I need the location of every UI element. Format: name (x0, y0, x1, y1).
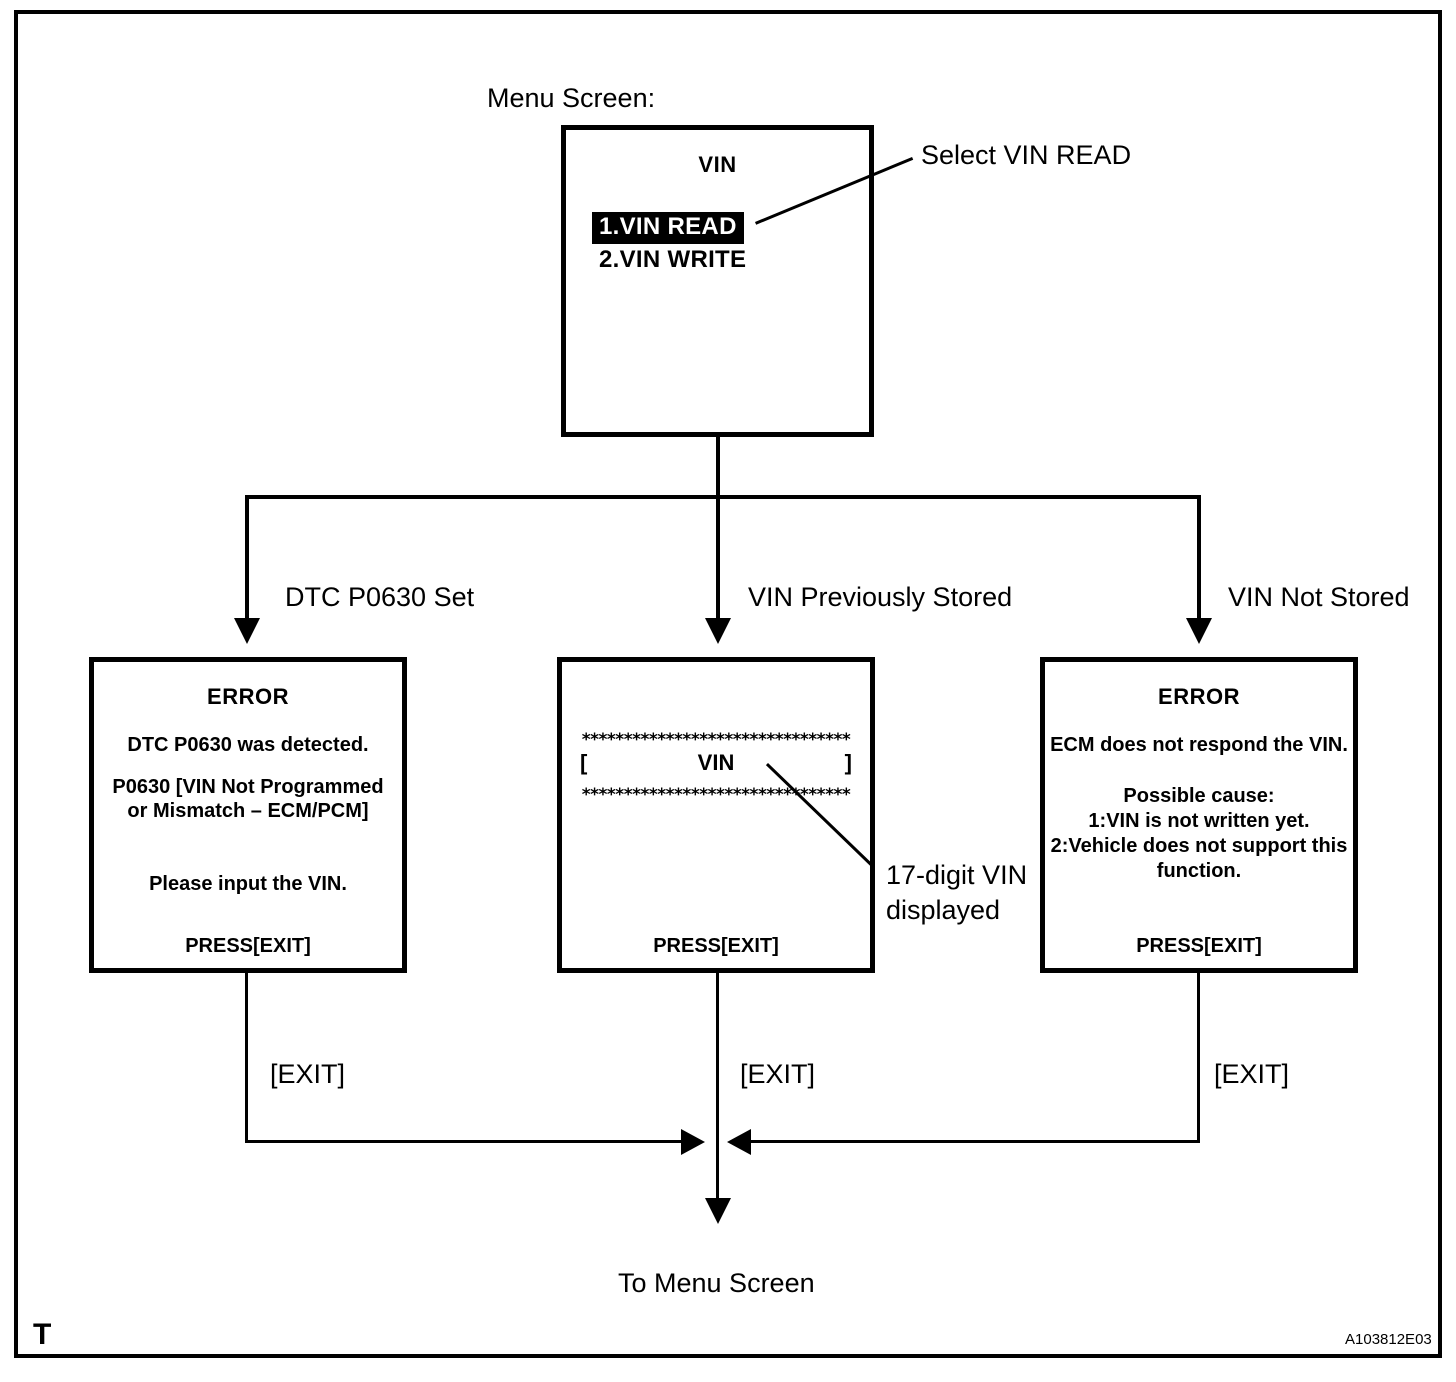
to-menu-screen-arrow (705, 1198, 731, 1224)
menu-exit-connector (716, 437, 720, 499)
exit-connector-center (716, 973, 719, 1202)
error-dtc-line1: DTC P0630 was detected. (127, 734, 369, 756)
error-dtc-title: ERROR (207, 684, 289, 709)
branch-distribution-bar (245, 495, 1201, 499)
branch-arrow-left (234, 618, 260, 644)
branch-label-dtc-set: DTC P0630 Set (285, 582, 475, 612)
error-no-vin-footer: PRESS[EXIT] (1136, 935, 1262, 957)
select-vin-read-callout: Select VIN READ (921, 140, 1132, 170)
error-dtc-line3: or Mismatch – ECM/PCM] (127, 800, 369, 822)
exit-return-bar-left (245, 1140, 685, 1143)
vin-value-text: VIN (697, 750, 735, 775)
branch-connector-center (716, 495, 720, 620)
menu-screen-box[interactable]: VIN 1.VIN READ 2.VIN WRITE (561, 125, 874, 437)
exit-merge-arrow-left (681, 1129, 705, 1155)
menu-item-vin-read-wrapper[interactable]: 1.VIN READ (592, 212, 753, 244)
vin-stars-top: ******************************** (581, 730, 851, 750)
vin-stars-bottom: ******************************** (581, 785, 851, 805)
vin-stored-footer: PRESS[EXIT] (653, 935, 779, 957)
figure-corner-marker: T (33, 1318, 52, 1351)
figure-border (14, 10, 1442, 1358)
branch-connector-left (245, 495, 249, 620)
menu-screen-title: VIN (698, 152, 737, 177)
error-dtc-screen-box[interactable]: ERROR DTC P0630 was detected. P0630 [VIN… (89, 657, 407, 973)
vin-stored-screen-box[interactable]: ******************************** [ VIN ]… (557, 657, 875, 973)
to-menu-screen-caption: To Menu Screen (618, 1268, 815, 1298)
exit-return-bar-right (751, 1140, 1200, 1143)
figure-id-code: A103812E03 (1345, 1331, 1432, 1348)
exit-label-center: [EXIT] (740, 1059, 816, 1089)
error-no-vin-line3: 1:VIN is not written yet. (1088, 810, 1310, 832)
exit-merge-arrow-right (727, 1129, 751, 1155)
error-no-vin-title: ERROR (1158, 684, 1240, 709)
menu-item-vin-read[interactable]: 1.VIN READ (592, 212, 744, 244)
exit-connector-left (245, 973, 248, 1142)
branch-label-vin-previously-stored: VIN Previously Stored (748, 582, 1013, 612)
vin-value-row: [ VIN ] (562, 750, 870, 780)
branch-arrow-right (1186, 618, 1212, 644)
exit-label-left: [EXIT] (270, 1059, 346, 1089)
branch-label-vin-not-stored: VIN Not Stored (1228, 582, 1410, 612)
error-dtc-line4: Please input the VIN. (149, 873, 347, 895)
vin-bracket-left: [ (580, 750, 588, 775)
menu-screen-item-list: 1.VIN READ 2.VIN WRITE (592, 212, 753, 274)
branch-arrow-center (705, 618, 731, 644)
menu-screen-caption: Menu Screen: (487, 83, 656, 113)
error-no-vin-screen-box[interactable]: ERROR ECM does not respond the VIN. Poss… (1040, 657, 1358, 973)
branch-connector-right (1197, 495, 1201, 620)
vin-digit-callout-line1: 17-digit VIN (886, 860, 1028, 890)
error-no-vin-line2: Possible cause: (1123, 785, 1275, 807)
error-dtc-footer: PRESS[EXIT] (185, 935, 311, 957)
menu-item-vin-write-wrapper[interactable]: 2.VIN WRITE (592, 244, 753, 274)
error-no-vin-line1: ECM does not respond the VIN. (1050, 734, 1348, 756)
menu-item-vin-write[interactable]: 2.VIN WRITE (599, 246, 747, 273)
error-dtc-line2: P0630 [VIN Not Programmed (112, 776, 384, 798)
exit-label-right: [EXIT] (1214, 1059, 1290, 1089)
error-no-vin-line5: function. (1156, 860, 1242, 882)
error-no-vin-line4: 2:Vehicle does not support this (1050, 835, 1348, 857)
exit-connector-right (1197, 973, 1200, 1142)
vin-digit-callout-line2: displayed (886, 895, 1001, 925)
vin-bracket-right: ] (844, 750, 852, 775)
